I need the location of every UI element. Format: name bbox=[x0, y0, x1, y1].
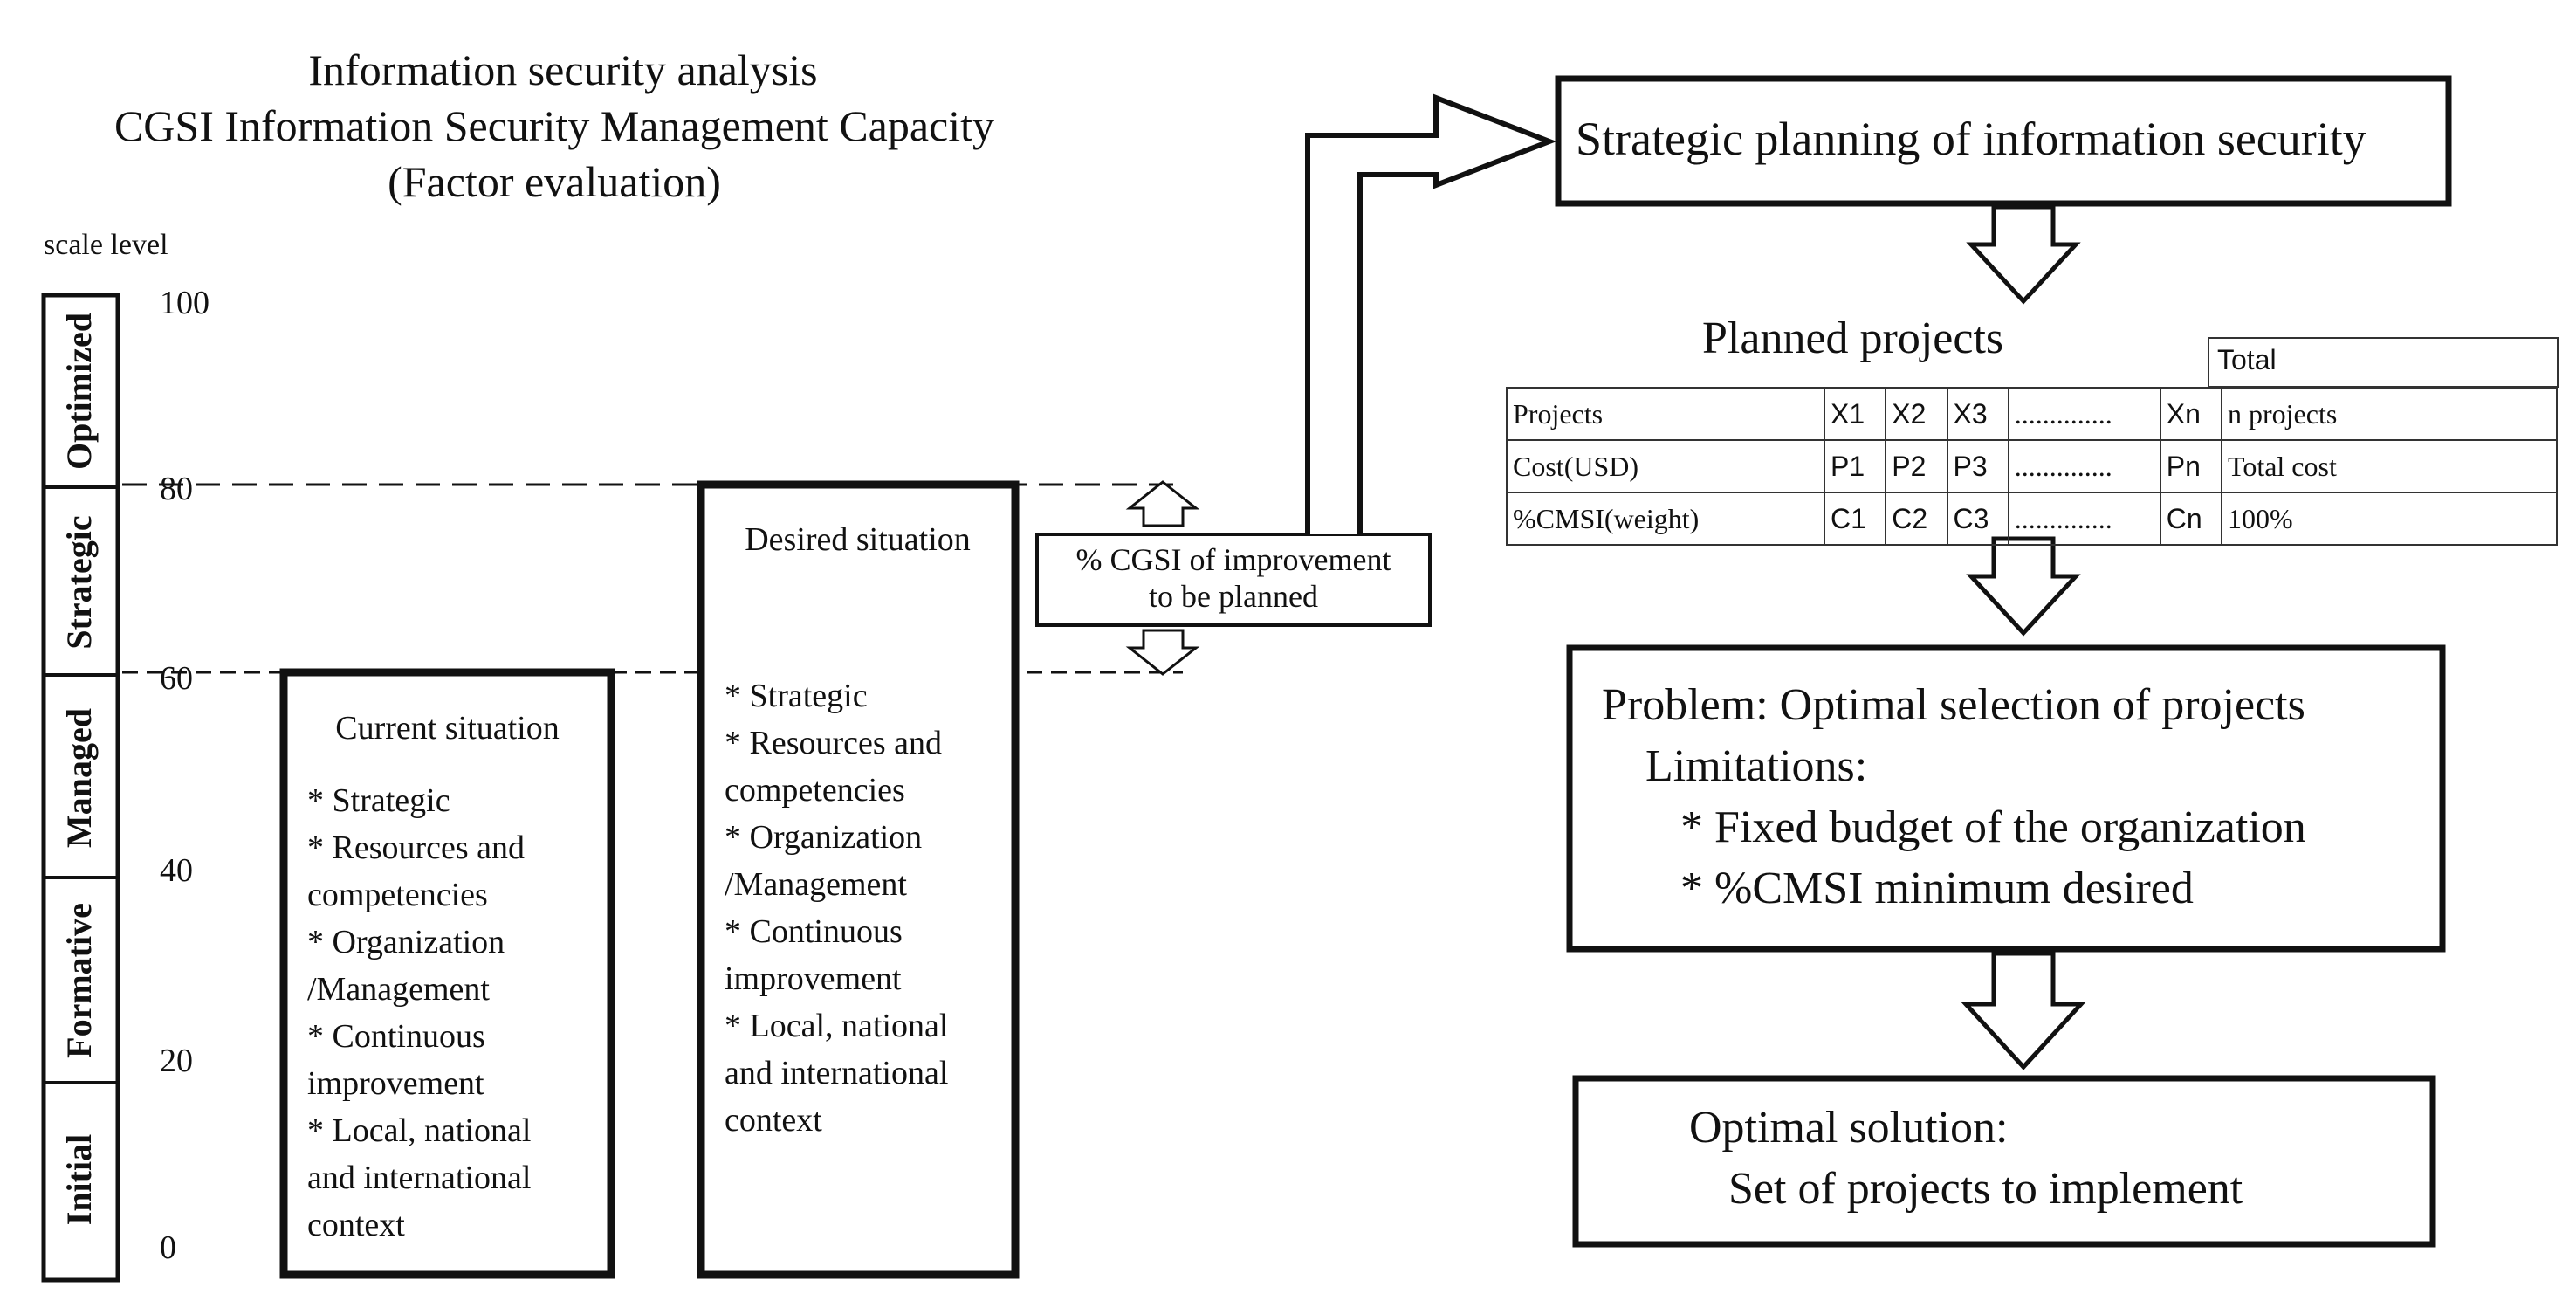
desired-situation-list: * Strategic * Resources and competencies… bbox=[725, 672, 948, 1144]
tick-40: 40 bbox=[160, 852, 193, 889]
table-cell: X3 bbox=[1946, 387, 2009, 441]
down-arrow-icon bbox=[1966, 204, 2081, 305]
improvement-box bbox=[1035, 533, 1432, 627]
table-cell: P2 bbox=[1885, 439, 1948, 493]
list-item: improvement bbox=[307, 1065, 484, 1102]
problem-line-3: * Fixed budget of the organization bbox=[1680, 802, 2306, 852]
list-item: improvement bbox=[725, 960, 902, 997]
up-arrow-icon bbox=[1125, 480, 1200, 527]
table-cell: .............. bbox=[2007, 439, 2161, 493]
table-cell: Total cost bbox=[2221, 439, 2558, 493]
list-item: competencies bbox=[725, 772, 905, 809]
improvement-line-2: to be planned bbox=[1149, 579, 1318, 614]
table-row: Projects X1 X2 X3 .............. Xn n pr… bbox=[1506, 387, 2558, 441]
current-situation-box bbox=[279, 668, 615, 1279]
level-optimized: Optimized bbox=[59, 313, 99, 470]
improvement-label: % CGSI of improvement to be planned bbox=[1041, 541, 1426, 615]
table-cell: Cost(USD) bbox=[1506, 439, 1825, 493]
level-formative: Formative bbox=[59, 903, 99, 1058]
total-header: Total bbox=[2217, 344, 2277, 375]
list-item: * Strategic bbox=[725, 678, 868, 714]
tick-20: 20 bbox=[160, 1043, 193, 1079]
problem-line-1: Problem: Optimal selection of projects bbox=[1602, 680, 2305, 730]
level-strategic: Strategic bbox=[59, 515, 99, 650]
table-cell: n projects bbox=[2221, 387, 2558, 441]
list-item: /Management bbox=[307, 971, 490, 1008]
level-initial: Initial bbox=[59, 1133, 99, 1226]
strategic-planning-box bbox=[1555, 75, 2452, 207]
table-cell: Cn bbox=[2159, 492, 2223, 546]
title-line-1: Information security analysis bbox=[308, 45, 818, 94]
table-cell: .............. bbox=[2007, 387, 2161, 441]
title-line-2: CGSI Information Security Management Cap… bbox=[113, 101, 995, 150]
list-item: * Resources and bbox=[307, 829, 526, 866]
table-cell: C2 bbox=[1885, 492, 1948, 546]
table-cell: %CMSI(weight) bbox=[1506, 492, 1825, 546]
current-situation-title: Current situation bbox=[335, 710, 560, 747]
improvement-line-1: % CGSI of improvement bbox=[1075, 542, 1391, 577]
bent-arrow-icon bbox=[1305, 93, 1557, 534]
level-managed: Managed bbox=[59, 708, 99, 848]
list-item: and international bbox=[725, 1055, 949, 1091]
list-item: * Continuous bbox=[725, 913, 903, 950]
list-item: context bbox=[307, 1207, 405, 1243]
table-cell: Projects bbox=[1506, 387, 1825, 441]
table-cell: C3 bbox=[1946, 492, 2009, 546]
solution-line-2: Set of projects to implement bbox=[1728, 1164, 2243, 1214]
down-arrow-icon bbox=[1966, 536, 2081, 637]
table-cell: X2 bbox=[1885, 387, 1948, 441]
solution-box bbox=[1572, 1075, 2436, 1248]
desired-situation-box bbox=[697, 480, 1020, 1279]
table-cell: C1 bbox=[1823, 492, 1887, 546]
problem-line-2: Limitations: bbox=[1645, 741, 1868, 791]
table-cell: 100% bbox=[2221, 492, 2558, 546]
desired-situation-title: Desired situation bbox=[745, 521, 971, 558]
table-cell: Pn bbox=[2159, 439, 2223, 493]
down-arrow-icon bbox=[1961, 951, 2086, 1070]
problem-line-4: * %CMSI minimum desired bbox=[1680, 864, 2194, 913]
list-item: * Local, national bbox=[307, 1112, 532, 1149]
table-cell: P3 bbox=[1946, 439, 2009, 493]
list-item: context bbox=[725, 1102, 822, 1139]
planned-projects-table: Projects X1 X2 X3 .............. Xn n pr… bbox=[1506, 387, 2558, 546]
table-cell: .............. bbox=[2007, 492, 2161, 546]
current-situation-list: * Strategic * Resources and competencies… bbox=[307, 777, 531, 1249]
down-arrow-icon bbox=[1125, 629, 1200, 676]
planned-projects-title: Planned projects bbox=[1702, 313, 2004, 363]
table-row: %CMSI(weight) C1 C2 C3 .............. Cn… bbox=[1506, 492, 2558, 546]
table-cell: X1 bbox=[1823, 387, 1887, 441]
solution-line-1: Optimal solution: bbox=[1689, 1103, 2009, 1153]
list-item: competencies bbox=[307, 877, 488, 913]
table-cell: Xn bbox=[2159, 387, 2223, 441]
table-cell: P1 bbox=[1823, 439, 1887, 493]
tick-100: 100 bbox=[160, 285, 210, 321]
tick-80: 80 bbox=[160, 471, 193, 507]
list-item: /Management bbox=[725, 866, 907, 903]
list-item: * Resources and bbox=[725, 725, 943, 761]
table-row: Cost(USD) P1 P2 P3 .............. Pn Tot… bbox=[1506, 439, 2558, 493]
problem-box bbox=[1566, 644, 2446, 953]
tick-60: 60 bbox=[160, 660, 193, 697]
total-header-cell bbox=[2208, 337, 2559, 388]
scale-column bbox=[41, 293, 120, 1283]
strategic-planning-label: Strategic planning of information securi… bbox=[1576, 113, 2366, 165]
list-item: * Strategic bbox=[307, 782, 450, 819]
tick-0: 0 bbox=[160, 1229, 176, 1266]
list-item: * Continuous bbox=[307, 1018, 485, 1055]
list-item: and international bbox=[307, 1160, 532, 1196]
title-line-3: (Factor evaluation) bbox=[388, 157, 721, 206]
list-item: * Organization bbox=[725, 819, 923, 856]
scale-label: scale level bbox=[44, 229, 168, 261]
list-item: * Organization bbox=[307, 924, 505, 960]
list-item: * Local, national bbox=[725, 1008, 949, 1044]
